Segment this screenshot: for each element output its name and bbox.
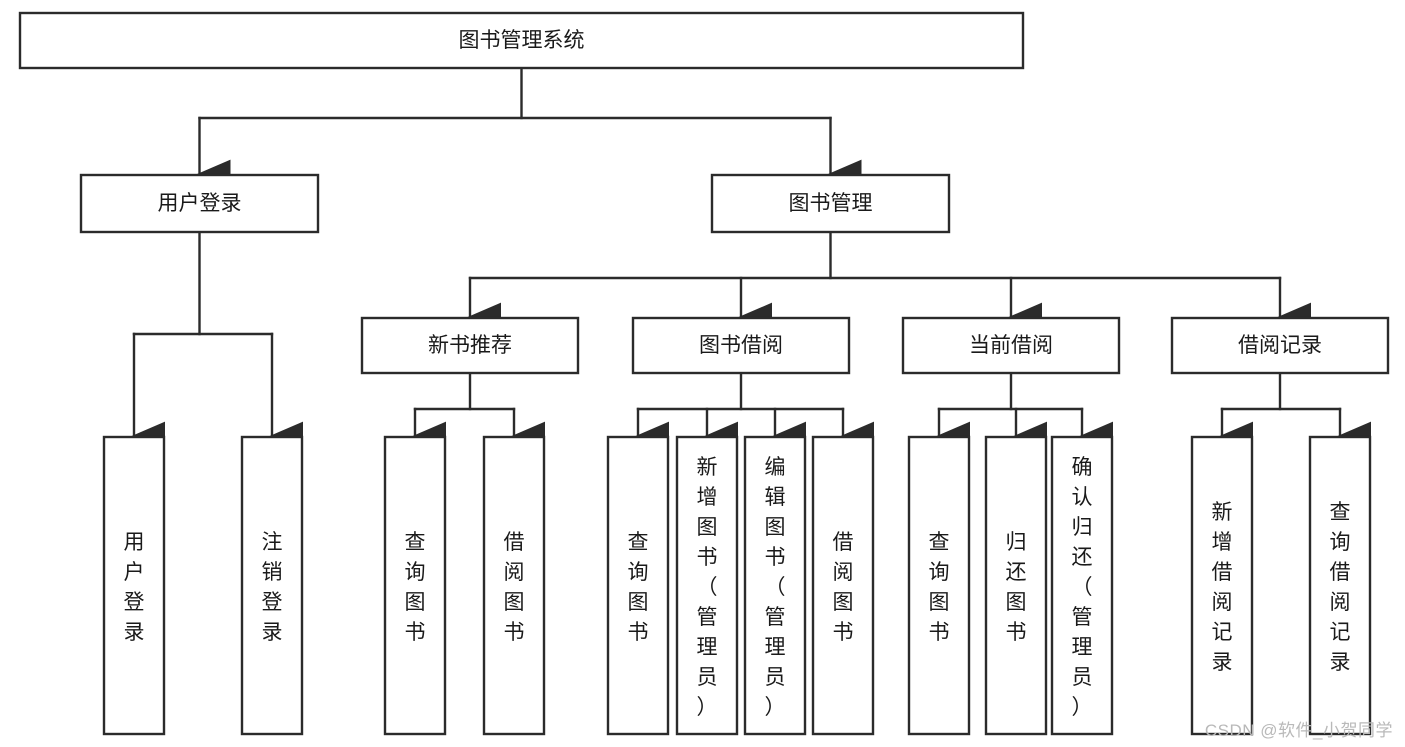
leaf-g0-1-box[interactable] xyxy=(482,435,546,736)
nodes-layer: 图书管理系统用户登录图书管理用户登录注销登录新书推荐查询图书借阅图书图书借阅查询… xyxy=(18,11,1390,736)
level2-node-1-label: 图书管理 xyxy=(789,192,873,215)
root-node-label: 图书管理系统 xyxy=(459,29,585,52)
level3-node-3[interactable]: 借阅记录 xyxy=(1170,316,1390,375)
level3-node-1-box[interactable] xyxy=(631,316,851,375)
leaf-g1-3[interactable]: 借阅图书 xyxy=(811,435,875,736)
leaf-user-0[interactable]: 用户登录 xyxy=(102,435,166,736)
leaf-g1-0[interactable]: 查询图书 xyxy=(606,435,670,736)
leaf-g2-2[interactable]: 确认归还（管理员） xyxy=(1050,435,1114,736)
leaf-g0-0-box[interactable] xyxy=(383,435,447,736)
level3-node-1[interactable]: 图书借阅 xyxy=(631,316,851,375)
leaf-user-1[interactable]: 注销登录 xyxy=(240,435,304,736)
leaf-user-0-label: 用户登录 xyxy=(124,531,145,644)
leaf-user-0-box[interactable] xyxy=(102,435,166,736)
root-node-box[interactable] xyxy=(18,11,1025,70)
leaf-g3-0-box[interactable] xyxy=(1190,435,1254,736)
connectors-layer xyxy=(131,66,1372,451)
level3-node-3-label: 借阅记录 xyxy=(1238,334,1322,357)
leaf-g3-0-label: 新增借阅记录 xyxy=(1212,501,1233,674)
level3-node-0[interactable]: 新书推荐 xyxy=(360,316,580,375)
leaf-g2-0[interactable]: 查询图书 xyxy=(907,435,971,736)
level2-node-0-label: 用户登录 xyxy=(158,192,242,215)
leaf-g0-1[interactable]: 借阅图书 xyxy=(482,435,546,736)
leaf-g2-0-label: 查询图书 xyxy=(929,531,950,644)
leaf-user-1-box[interactable] xyxy=(240,435,304,736)
leaf-g3-1-label: 查询借阅记录 xyxy=(1330,501,1351,674)
leaf-g1-2[interactable]: 编辑图书（管理员） xyxy=(743,435,807,736)
leaf-g1-2-label: 编辑图书（管理员） xyxy=(765,456,786,719)
leaf-g0-1-label: 借阅图书 xyxy=(504,531,525,644)
level3-node-3-box[interactable] xyxy=(1170,316,1390,375)
leaf-g3-0[interactable]: 新增借阅记录 xyxy=(1190,435,1254,736)
leaf-g2-2-label: 确认归还（管理员） xyxy=(1072,456,1093,719)
leaf-g1-3-box[interactable] xyxy=(811,435,875,736)
level3-node-1-label: 图书借阅 xyxy=(699,334,783,357)
watermark-label: CSDN @软件_小贺同学 xyxy=(1204,721,1393,740)
leaf-g0-0-label: 查询图书 xyxy=(405,531,426,644)
leaf-g3-1-box[interactable] xyxy=(1308,435,1372,736)
level3-node-2-label: 当前借阅 xyxy=(969,334,1053,357)
level2-node-1[interactable]: 图书管理 xyxy=(710,173,951,234)
level2-node-0-box[interactable] xyxy=(79,173,320,234)
leaf-g1-0-label: 查询图书 xyxy=(628,531,649,644)
leaf-g1-1-box[interactable] xyxy=(675,435,739,736)
leaf-g2-1-box[interactable] xyxy=(984,435,1048,736)
leaf-g1-1-label: 新增图书（管理员） xyxy=(697,456,718,719)
level3-node-2[interactable]: 当前借阅 xyxy=(901,316,1121,375)
level3-node-0-label: 新书推荐 xyxy=(428,334,512,357)
leaf-g1-1[interactable]: 新增图书（管理员） xyxy=(675,435,739,736)
root-node[interactable]: 图书管理系统 xyxy=(18,11,1025,70)
level3-node-0-box[interactable] xyxy=(360,316,580,375)
leaf-g2-1-label: 归还图书 xyxy=(1006,531,1027,644)
leaf-g2-1[interactable]: 归还图书 xyxy=(984,435,1048,736)
leaf-g3-1[interactable]: 查询借阅记录 xyxy=(1308,435,1372,736)
level3-node-2-box[interactable] xyxy=(901,316,1121,375)
leaf-g1-0-box[interactable] xyxy=(606,435,670,736)
leaf-g2-2-box[interactable] xyxy=(1050,435,1114,736)
leaf-g1-3-label: 借阅图书 xyxy=(833,531,854,644)
leaf-user-1-label: 注销登录 xyxy=(262,531,283,644)
level2-node-1-box[interactable] xyxy=(710,173,951,234)
leaf-g1-2-box[interactable] xyxy=(743,435,807,736)
level2-node-0[interactable]: 用户登录 xyxy=(79,173,320,234)
leaf-g0-0[interactable]: 查询图书 xyxy=(383,435,447,736)
leaf-g2-0-box[interactable] xyxy=(907,435,971,736)
